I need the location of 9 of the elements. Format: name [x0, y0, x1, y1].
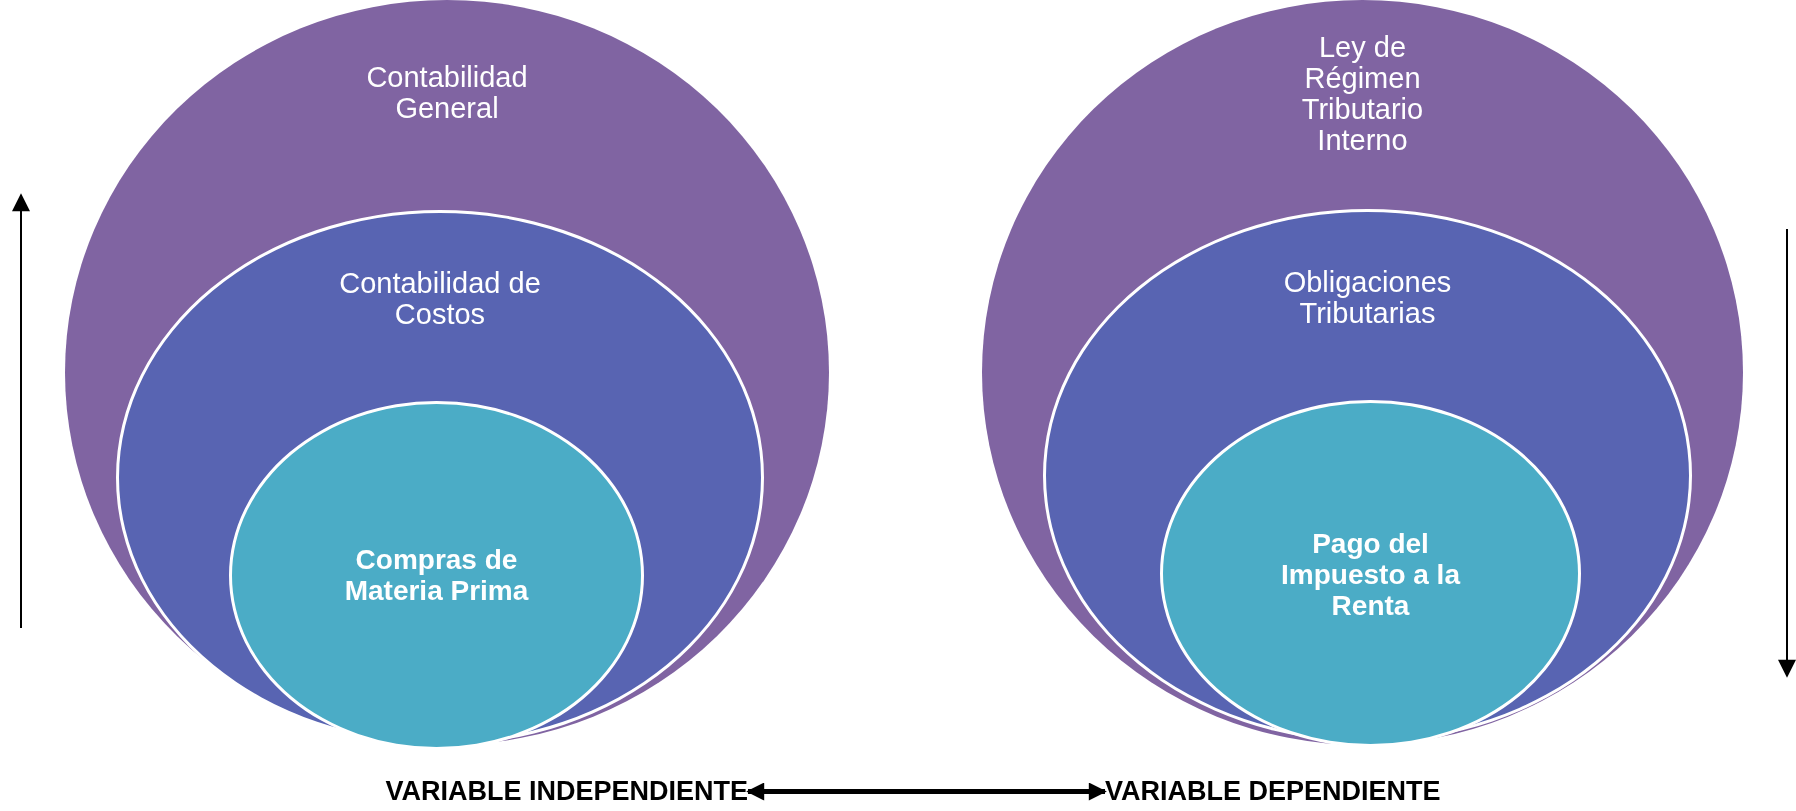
double-arrow: [746, 782, 1107, 801]
variable-label: VARIABLE DEPENDIENTE: [1105, 776, 1441, 807]
ellipse-label: Ley de Régimen Tributario Interno: [1300, 32, 1425, 156]
ellipse-label: Contabilidad General: [365, 62, 529, 124]
variable-label: VARIABLE INDEPENDIENTE: [385, 776, 748, 807]
ellipse-label: Compras de Materia Prima: [343, 544, 530, 606]
ellipse-label: Obligaciones Tributarias: [1282, 267, 1453, 329]
ellipse-label: Contabilidad de Costos: [338, 268, 542, 330]
ellipse-label: Pago del Impuesto a la Renta: [1280, 528, 1462, 621]
